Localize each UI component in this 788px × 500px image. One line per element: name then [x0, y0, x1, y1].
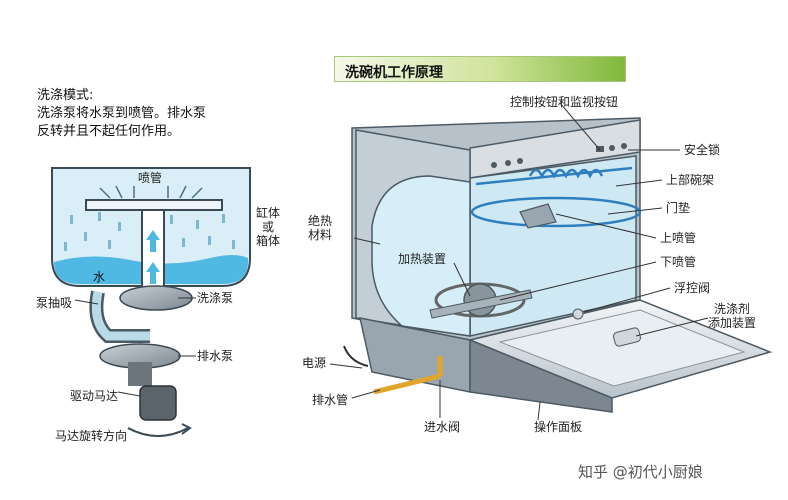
upper-rack [470, 166, 642, 228]
label-float-valve: 浮控阀 [674, 281, 711, 295]
watermark: 知乎 @初代小厨娘 [578, 463, 703, 481]
label-motor-direction: 马达旋转方向 [55, 429, 128, 443]
label-power: 电源 [302, 356, 327, 370]
wash-tank-schematic [51, 167, 251, 437]
wash-mode-note: 洗涤模式: 洗涤泵将水泵到喷管。排水泵 反转并且不起任何作用。 [37, 87, 206, 141]
label-pump-suction: 泵抽吸 [36, 296, 73, 310]
power-cord [343, 345, 369, 367]
door-inner [498, 309, 746, 387]
wash-mode-heading: 洗涤模式: [37, 88, 94, 103]
label-tank: 缸体 或 箱体 [256, 206, 280, 248]
label-tank-1: 缸体 [256, 206, 281, 220]
label-wash-pump: 洗涤泵 [197, 291, 234, 305]
label-inlet-valve: 进水阀 [424, 420, 461, 434]
control-buttons [491, 143, 627, 168]
label-drain-pump: 排水泵 [197, 349, 234, 363]
label-insulation: 绝热 材料 [308, 214, 332, 242]
diagram-title: 洗碗机工作原理 [345, 65, 443, 81]
label-control-buttons: 控制按钮和监视按钮 [510, 95, 619, 109]
label-safety-lock: 安全锁 [684, 143, 721, 157]
label-detergent-2: 添加装置 [708, 316, 757, 330]
flow-arrow-up-1 [146, 230, 160, 252]
label-upper-rack: 上部碗架 [666, 173, 715, 187]
label-drive-motor: 驱动马达 [70, 389, 119, 403]
title-bar: 洗碗机工作原理 [334, 56, 626, 82]
label-door-seal: 门垫 [666, 201, 691, 215]
lower-spray-arm [429, 289, 533, 319]
wash-mode-line-2: 反转并且不起任何作用。 [37, 124, 181, 139]
drain-pipe [373, 373, 441, 395]
spray-droplets [64, 212, 235, 251]
label-detergent-1: 洗涤剂 [714, 302, 751, 316]
dishwasher-cutaway [329, 102, 773, 421]
float-valve [572, 308, 584, 320]
label-insulation-2: 材料 [308, 228, 333, 242]
label-lower-spray: 下喷管 [660, 255, 697, 269]
label-heater: 加热装置 [398, 252, 447, 266]
label-insulation-1: 绝热 [308, 214, 333, 228]
label-detergent: 洗涤剂 添加装置 [708, 302, 756, 330]
label-spray-tube: 喷管 [138, 171, 163, 185]
spray-arm [85, 199, 223, 211]
base-front [469, 338, 613, 413]
label-upper-spray: 上喷管 [660, 231, 697, 245]
insulation-cutaway [371, 175, 471, 337]
label-tank-3: 箱体 [256, 234, 281, 248]
right-leaders [329, 102, 709, 421]
label-water: 水 [93, 270, 106, 284]
wash-mode-line-1: 洗涤泵将水泵到喷管。排水泵 [37, 106, 207, 121]
flow-arrow-up-2 [146, 262, 160, 284]
upper-spray-arm [519, 203, 557, 229]
detergent-dispenser [613, 327, 641, 347]
rotation-arrow [127, 427, 189, 437]
spray-jets [99, 185, 203, 199]
left-leaders [74, 297, 196, 397]
shaft [128, 362, 152, 386]
label-operation-panel: 操作面板 [534, 420, 583, 434]
label-drain-pipe: 排水管 [312, 393, 349, 407]
label-tank-2: 或 [262, 220, 275, 234]
drive-motor [139, 385, 177, 421]
